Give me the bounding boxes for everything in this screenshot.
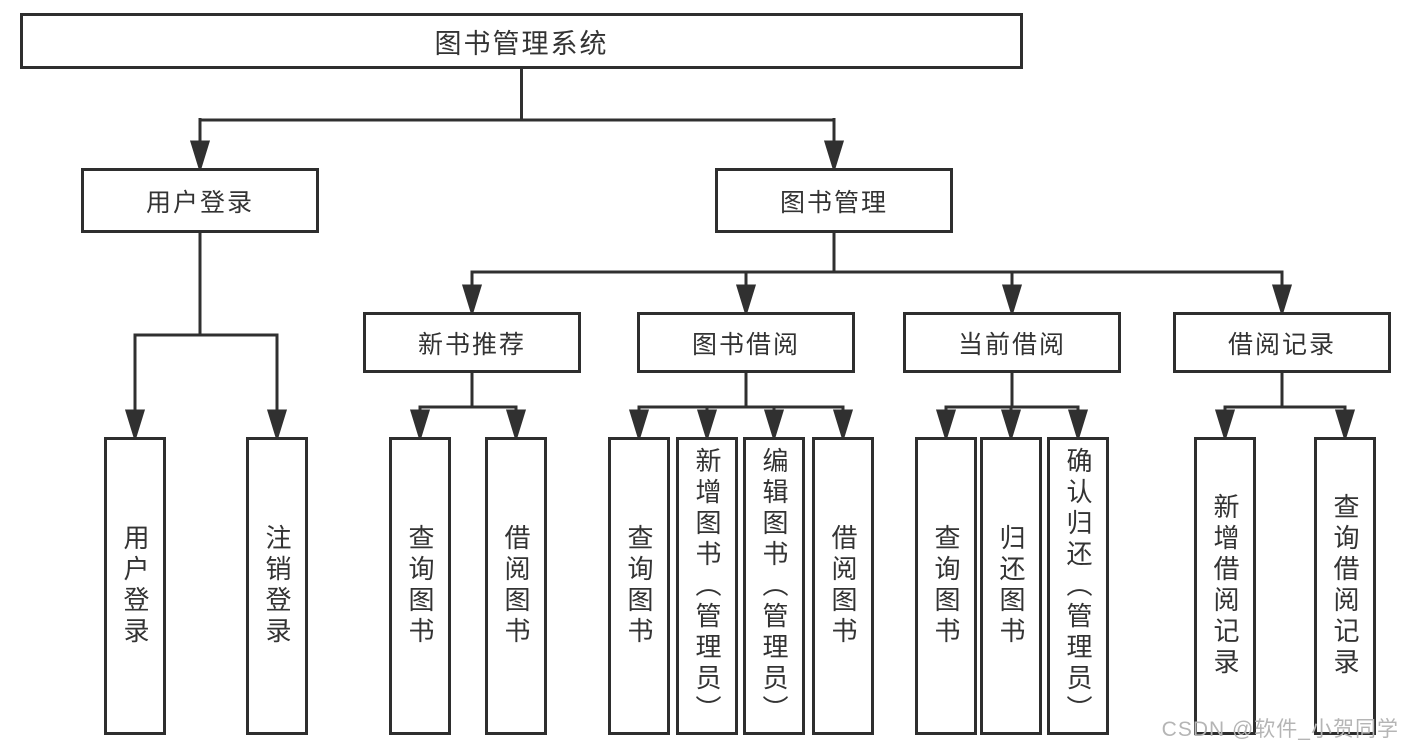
node-label: 查询图书 [931, 524, 961, 648]
node-label: 当前借阅 [957, 330, 1066, 359]
node-label: 图书借阅 [691, 330, 800, 359]
leaf-borrow-books-borrowing: 借阅图书 [812, 437, 874, 735]
leaf-query-books-recommend: 查询图书 [389, 437, 451, 735]
connector-book-management-children [461, 233, 1293, 318]
connector-new-book-recommendation-children [409, 373, 527, 443]
node-user-login: 用户登录 [81, 168, 319, 233]
node-label: 归还图书 [996, 524, 1026, 648]
node-label: 用户登录 [120, 524, 150, 648]
node-label: 图书管理 [779, 188, 888, 217]
leaf-confirm-return-admin: 确认归还（管理员） [1047, 437, 1109, 735]
connector-user-login-children [124, 233, 288, 443]
connector-root-to-level2 [189, 69, 845, 174]
leaf-query-books-borrowing: 查询图书 [608, 437, 670, 735]
node-label: 查询图书 [405, 524, 435, 648]
node-book-borrowing: 图书借阅 [637, 312, 855, 373]
leaf-query-books-current: 查询图书 [915, 437, 977, 735]
watermark: CSDN @软件_小贺同学 [1161, 718, 1399, 741]
node-label: 借阅图书 [501, 524, 531, 648]
node-label: 新增图书（管理员） [692, 446, 722, 726]
node-label: 注销登录 [262, 524, 292, 648]
node-current-borrowing: 当前借阅 [903, 312, 1121, 373]
connector-book-borrowing-children [628, 373, 854, 443]
node-label: 图书管理系统 [434, 28, 609, 59]
leaf-return-books: 归还图书 [980, 437, 1042, 735]
node-book-management: 图书管理 [715, 168, 953, 233]
node-label: 借阅图书 [828, 524, 858, 648]
connector-borrowing-records-children [1214, 373, 1356, 443]
node-library-system: 图书管理系统 [20, 13, 1023, 69]
leaf-user-login: 用户登录 [104, 437, 166, 735]
leaf-add-borrow-record: 新增借阅记录 [1194, 437, 1256, 735]
node-borrowing-records: 借阅记录 [1173, 312, 1391, 373]
leaf-borrow-books-recommend: 借阅图书 [485, 437, 547, 735]
node-label: 确认归还（管理员） [1063, 446, 1093, 726]
node-label: 查询图书 [624, 524, 654, 648]
node-label: 用户登录 [145, 188, 254, 217]
connector-current-borrowing-children [935, 373, 1089, 443]
leaf-query-borrow-record: 查询借阅记录 [1314, 437, 1376, 735]
leaf-add-books-admin: 新增图书（管理员） [676, 437, 738, 735]
leaf-edit-books-admin: 编辑图书（管理员） [743, 437, 805, 735]
node-label: 编辑图书（管理员） [759, 446, 789, 726]
node-label: 查询借阅记录 [1330, 493, 1360, 679]
node-label: 借阅记录 [1227, 330, 1336, 359]
node-new-book-recommendation: 新书推荐 [363, 312, 581, 373]
leaf-logout-login: 注销登录 [246, 437, 308, 735]
node-label: 新书推荐 [417, 330, 526, 359]
node-label: 新增借阅记录 [1210, 493, 1240, 679]
